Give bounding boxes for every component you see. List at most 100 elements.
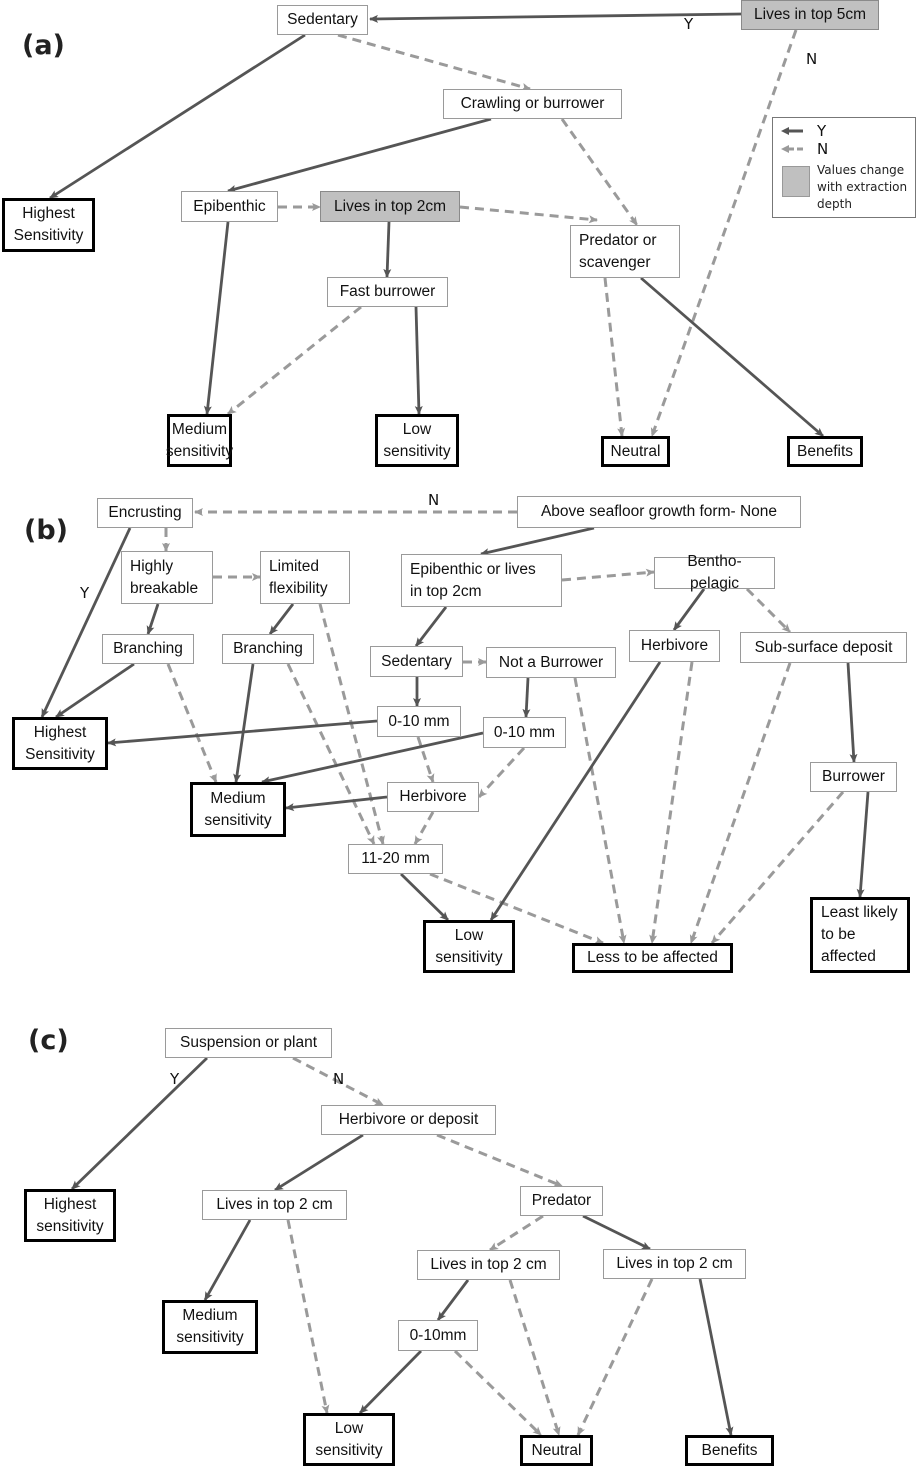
decision-node-b-limited: Limited flexibility <box>260 551 350 604</box>
outcome-node-a-highest: Highest Sensitivity <box>2 198 95 252</box>
edge-label-no: N <box>806 50 818 68</box>
decision-node-a-predator: Predator or scavenger <box>570 225 680 278</box>
edge-no-a_predator-to-a_neutral <box>603 277 626 437</box>
edge-yes-c_mm-to-c_low <box>359 1350 422 1414</box>
edge-label-no: N <box>333 1070 345 1088</box>
edge-label-yes: Y <box>80 584 90 602</box>
edge-no-a_top5-to-a_neutral <box>650 29 798 437</box>
decision-node-a-epibenthic: Epibenthic <box>181 191 278 222</box>
edge-yes-b_notburrower-to-b_mm2 <box>522 677 531 718</box>
edge-no-a_sedentary-to-a_crawling <box>337 33 531 91</box>
decision-node-c-top2b: Lives in top 2 cm <box>417 1250 560 1280</box>
decision-node-a-crawling: Crawling or burrower <box>443 89 622 119</box>
legend-yes-label: Y <box>817 122 827 140</box>
edge-yes-b_herb2-to-b_medium <box>285 795 388 812</box>
edge-label-yes: Y <box>170 1070 180 1088</box>
panel-label-c: (c) <box>28 1025 69 1056</box>
decision-node-a-sedentary: Sedentary <box>277 5 368 35</box>
legend-arrows <box>781 127 803 153</box>
edge-yes-b_herb1-to-b_low <box>489 661 662 921</box>
edge-yes-c_top2a-to-c_medium <box>203 1219 252 1301</box>
decision-node-b-herb2: Herbivore <box>387 782 479 812</box>
edge-yes-b_bentho-to-b_herb1 <box>672 588 706 631</box>
decision-node-c-suspension: Suspension or plant <box>165 1028 332 1058</box>
edge-yes-b_branch2-to-b_medium <box>233 663 255 783</box>
edge-no-a_top2-to-a_predator <box>459 205 598 224</box>
edge-label-yes: Y <box>684 15 694 33</box>
outcome-node-a-low: Low sensitivity <box>375 414 459 467</box>
edge-yes-a_crawling-to-a_epibenthic <box>227 117 492 193</box>
edge-no-c_suspension-to-c_herbdep <box>292 1056 384 1107</box>
legend-no-arrow-icon <box>781 145 803 153</box>
decision-node-b-mm2: 0-10 mm <box>483 717 566 748</box>
decision-node-c-herbdep: Herbivore or deposit <box>321 1105 496 1135</box>
outcome-node-a-neutral: Neutral <box>601 436 670 467</box>
edge-yes-b_mm3-to-b_low <box>400 872 449 922</box>
outcome-node-b-less: Less to be affected <box>572 943 733 973</box>
edge-yes-b_mm1-to-b_highest <box>107 719 378 747</box>
decision-node-b-mm3: 11-20 mm <box>348 844 443 874</box>
edge-yes-b_encrusting-to-b_highest <box>40 527 132 718</box>
edge-no-c_herbdep-to-c_predator <box>436 1133 563 1188</box>
edge-yes-a_fast-to-a_low <box>414 306 423 415</box>
edge-no-b_mm1-to-b_herb2 <box>416 736 435 783</box>
edge-yes-b_limited-to-b_branch2 <box>268 603 295 635</box>
outcome-node-c-benefits: Benefits <box>685 1435 774 1466</box>
legend-swatch-label: Values change with extraction depth <box>817 163 908 211</box>
decision-node-b-branch2: Branching <box>222 634 314 664</box>
decision-node-b-herb1: Herbivore <box>629 630 720 662</box>
edge-yes-a_predator-to-a_benefits <box>640 276 824 438</box>
edge-yes-a_epibenthic-to-a_medium <box>203 221 230 415</box>
decision-node-b-notburrower: Not a Burrower <box>486 647 616 678</box>
edge-no-c_predator-to-c_top2b <box>489 1214 544 1252</box>
decision-node-b-branch1: Branching <box>102 634 194 664</box>
edge-no-a_fast-to-a_medium <box>227 305 362 416</box>
edge-no-c_top2c-to-c_neutral <box>576 1278 654 1436</box>
edge-yes-b_subsurface-to-b_burrower <box>846 662 858 763</box>
decision-node-c-mm: 0-10mm <box>398 1320 478 1351</box>
decision-node-b-sedentary: Sedentary <box>370 646 463 677</box>
decision-node-b-burrower: Burrower <box>810 762 897 792</box>
edge-no-c_top2a-to-c_low <box>286 1219 330 1414</box>
edge-no-b_burrower-to-b_less <box>710 791 845 944</box>
legend-gray-swatch <box>782 166 810 197</box>
outcome-node-c-neutral: Neutral <box>520 1435 593 1466</box>
edge-yes-a_sedentary-to-a_highest <box>49 33 306 200</box>
decision-node-b-epi: Epibenthic or lives in top 2cm <box>401 554 562 607</box>
edge-no-b_bentho-to-b_subsurface <box>745 587 792 634</box>
edge-no-b_branch1-to-b_medium <box>166 663 218 783</box>
edge-yes-c_predator-to-c_top2c <box>582 1214 651 1251</box>
decision-node-b-bentho: Bentho-pelagic <box>654 553 775 592</box>
legend: Y N Values change with extraction depth <box>772 117 916 218</box>
decision-node-c-top2a: Lives in top 2 cm <box>202 1190 347 1220</box>
edge-no-b_herb1-to-b_less <box>649 661 694 944</box>
outcome-node-b-medium: Medium sensitivity <box>190 782 286 837</box>
outcome-node-b-highest: Highest Sensitivity <box>12 717 108 770</box>
outcome-node-c-medium: Medium sensitivity <box>162 1300 258 1354</box>
decision-node-a-fast: Fast burrower <box>327 277 448 307</box>
outcome-node-a-medium: Medium sensitivity <box>166 414 233 467</box>
edge-yes-b_burrower-to-b_least <box>856 791 870 898</box>
edge-no-c_top2b-to-c_neutral <box>508 1279 561 1436</box>
decision-node-a-top2: Lives in top 2cm <box>320 191 460 222</box>
edge-yes-c_herbdep-to-c_top2a <box>274 1133 364 1192</box>
edge-no-b_mm3-to-b_less <box>429 872 604 945</box>
decision-node-b-encrusting: Encrusting <box>97 498 193 528</box>
edge-label-no: N <box>428 491 440 509</box>
edge-yes-c_top2c-to-c_benefits <box>698 1278 734 1436</box>
outcome-node-a-benefits: Benefits <box>787 436 863 467</box>
legend-yes-arrow-icon <box>781 127 803 135</box>
edge-yes-a_top2-to-a_fast <box>383 221 392 278</box>
legend-no-label: N <box>817 140 829 158</box>
edge-yes-b_branch1-to-b_highest <box>55 662 135 719</box>
edge-yes-b_above-to-b_epi <box>480 526 595 557</box>
decision-node-b-subsurface: Sub-surface deposit <box>740 632 907 663</box>
edge-no-b_branch2-to-b_mm3 <box>286 663 376 845</box>
decision-node-a-top5: Lives in top 5cm <box>741 0 879 30</box>
outcome-node-c-low: Low sensitivity <box>303 1413 395 1466</box>
edge-no-b_notburrower-to-b_less <box>573 677 627 944</box>
edge-yes-c_top2b-to-c_mm <box>436 1279 470 1321</box>
decision-node-c-predator: Predator <box>520 1186 603 1216</box>
panel-label-b: (b) <box>24 515 69 546</box>
